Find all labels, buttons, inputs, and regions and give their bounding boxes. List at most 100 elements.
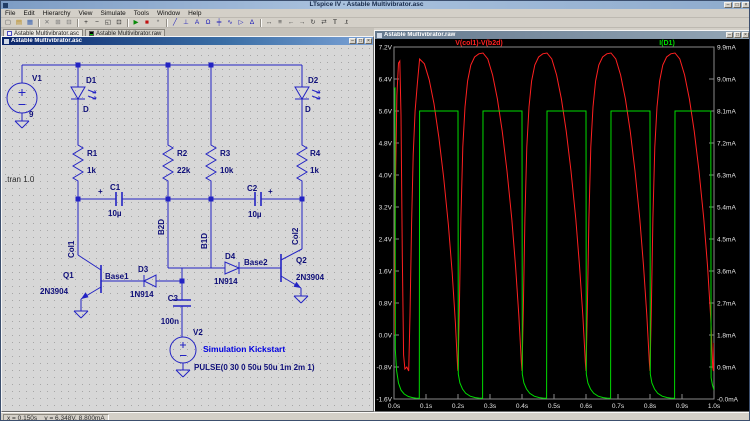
waveform-window-titlebar[interactable]: Astable Multivibrator.raw – □ ×	[375, 31, 750, 39]
axis-tick-label: 0.3s	[484, 403, 497, 410]
schematic-window-titlebar[interactable]: Astable Multivibrator.asc – □ ×	[2, 37, 373, 45]
menu-help[interactable]: Help	[184, 9, 205, 18]
schematic-svg: V1 9 D1 D D2 D	[2, 45, 373, 411]
axis-tick-label: 9.9mA	[717, 44, 736, 51]
legend-current[interactable]: I(D1)	[659, 40, 675, 47]
capacitor-icon[interactable]: ╪	[214, 18, 224, 27]
axis-tick-label: 0.9mA	[717, 364, 736, 371]
open-icon[interactable]: ▤	[14, 18, 24, 27]
menu-hierarchy[interactable]: Hierarchy	[39, 9, 75, 18]
waveform-close-button[interactable]: ×	[742, 32, 749, 38]
inductor-icon[interactable]: ∿	[225, 18, 235, 27]
r2-value: 22k	[177, 166, 191, 175]
c1-polarity: +	[98, 187, 103, 196]
drag-icon[interactable]: ≡	[275, 18, 285, 27]
halt-icon[interactable]: ■	[142, 18, 152, 27]
component-r3[interactable]: R3 10k	[206, 141, 234, 185]
component-c3[interactable]: C3 100n	[161, 294, 191, 326]
legend-voltage[interactable]: V(col1)-V(b2d)	[455, 40, 502, 47]
axis-tick-label: 5.6V	[379, 108, 393, 115]
run-icon[interactable]: ▶	[131, 18, 141, 27]
v2-value: PULSE(0 30 0 50u 50u 1m 2m 1)	[194, 363, 315, 372]
r4-ref: R4	[310, 149, 321, 158]
zoom-full-icon[interactable]: ⊡	[114, 18, 124, 27]
component-v2[interactable]: V2 Simulation Kickstart PULSE(0 30 0 50u…	[170, 328, 315, 377]
resistor-icon[interactable]: Ω	[203, 18, 213, 27]
waveform-maximize-button[interactable]: □	[734, 32, 741, 38]
component-r1[interactable]: R1 1k	[73, 141, 98, 185]
component-icon[interactable]: ∆	[247, 18, 257, 27]
ground-icon[interactable]: ⊥	[181, 18, 191, 27]
schematic-close-button[interactable]: ×	[365, 38, 372, 44]
zoom-in-icon[interactable]: +	[81, 18, 91, 27]
paste-icon[interactable]: ⊟	[64, 18, 74, 27]
net-label-b1d[interactable]: B1D	[200, 233, 209, 249]
axis-tick-label: 0.8V	[379, 300, 393, 307]
component-q1[interactable]: Q1 2N3904	[40, 255, 101, 318]
c3-value: 100n	[161, 317, 179, 326]
net-label-b2d[interactable]: B2D	[157, 219, 166, 235]
menu-edit[interactable]: Edit	[19, 9, 38, 18]
axis-tick-label: 0.0V	[379, 332, 393, 339]
net-label-base2[interactable]: Base2	[244, 258, 268, 267]
toolbar: ▢▤▦ ✕⊞⊟ +−◱⊡ ▶■* ╱⊥AΩ╪∿▷∆ ↔≡←→↻⇄T.t	[1, 18, 750, 28]
plot-frame	[394, 47, 714, 399]
component-v1[interactable]: V1 9	[7, 74, 42, 128]
menu-file[interactable]: File	[1, 9, 19, 18]
menu-window[interactable]: Window	[153, 9, 184, 18]
rotate-icon[interactable]: ↻	[308, 18, 318, 27]
q2-value: 2N3904	[296, 273, 325, 282]
c2-ref: C2	[247, 184, 258, 193]
component-d4[interactable]: D4 1N914	[214, 252, 239, 286]
menu-tools[interactable]: Tools	[130, 9, 153, 18]
q1-ref: Q1	[63, 271, 74, 280]
c2-value: 10µ	[248, 210, 262, 219]
control-panel-icon[interactable]: *	[153, 18, 163, 27]
component-r2[interactable]: R2 22k	[163, 141, 191, 185]
r1-value: 1k	[87, 166, 96, 175]
net-label-col2[interactable]: Col2	[291, 227, 300, 245]
app-minimize-button[interactable]: –	[724, 2, 732, 8]
undo-icon[interactable]: ←	[286, 18, 296, 27]
save-icon[interactable]: ▦	[25, 18, 35, 27]
axis-tick-label: 3.6mA	[717, 268, 736, 275]
schematic-maximize-button[interactable]: □	[357, 38, 364, 44]
menu-view[interactable]: View	[75, 9, 97, 18]
component-c1[interactable]: + C1 10µ	[98, 183, 122, 218]
zoom-out-icon[interactable]: −	[92, 18, 102, 27]
component-d3[interactable]: D3 1N914	[130, 265, 156, 299]
spice-directive-icon[interactable]: .t	[341, 18, 351, 27]
net-label-base1[interactable]: Base1	[105, 272, 129, 281]
diode-icon[interactable]: ▷	[236, 18, 246, 27]
waveform-plot-area[interactable]: 7.2V6.4V5.6V4.8V4.0V3.2V2.4V1.6V0.8V0.0V…	[375, 39, 750, 411]
schematic-minimize-button[interactable]: –	[349, 38, 356, 44]
copy-icon[interactable]: ⊞	[53, 18, 63, 27]
app-close-button[interactable]: ×	[742, 2, 750, 8]
net-label-col1[interactable]: Col1	[67, 240, 76, 258]
move-icon[interactable]: ↔	[264, 18, 274, 27]
schematic-canvas[interactable]: V1 9 D1 D D2 D	[2, 45, 373, 411]
new-schematic-icon[interactable]: ▢	[3, 18, 13, 27]
component-d1[interactable]: D1 D	[71, 76, 97, 114]
component-c2[interactable]: C2 + 10µ	[247, 184, 273, 219]
q1-value: 2N3904	[40, 287, 69, 296]
app-maximize-button[interactable]: □	[733, 2, 741, 8]
redo-icon[interactable]: →	[297, 18, 307, 27]
spice-directive-text[interactable]: .tran 1.0	[5, 175, 35, 184]
v1-ref: V1	[32, 74, 42, 83]
d4-ref: D4	[225, 252, 236, 261]
net-label-icon[interactable]: A	[192, 18, 202, 27]
component-q2[interactable]: Q2 2N3904	[281, 249, 325, 303]
waveform-minimize-button[interactable]: –	[726, 32, 733, 38]
component-r4[interactable]: R4 1k	[297, 141, 321, 185]
zoom-area-icon[interactable]: ◱	[103, 18, 113, 27]
mirror-icon[interactable]: ⇄	[319, 18, 329, 27]
axis-tick-label: 2.4V	[379, 236, 393, 243]
wire-icon[interactable]: ╱	[170, 18, 180, 27]
component-d2[interactable]: D2 D	[295, 76, 320, 114]
menu-simulate[interactable]: Simulate	[96, 9, 129, 18]
r2-ref: R2	[177, 149, 188, 158]
cut-icon[interactable]: ✕	[42, 18, 52, 27]
text-icon[interactable]: T	[330, 18, 340, 27]
schematic-window: Astable Multivibrator.asc – □ ×	[1, 36, 374, 412]
